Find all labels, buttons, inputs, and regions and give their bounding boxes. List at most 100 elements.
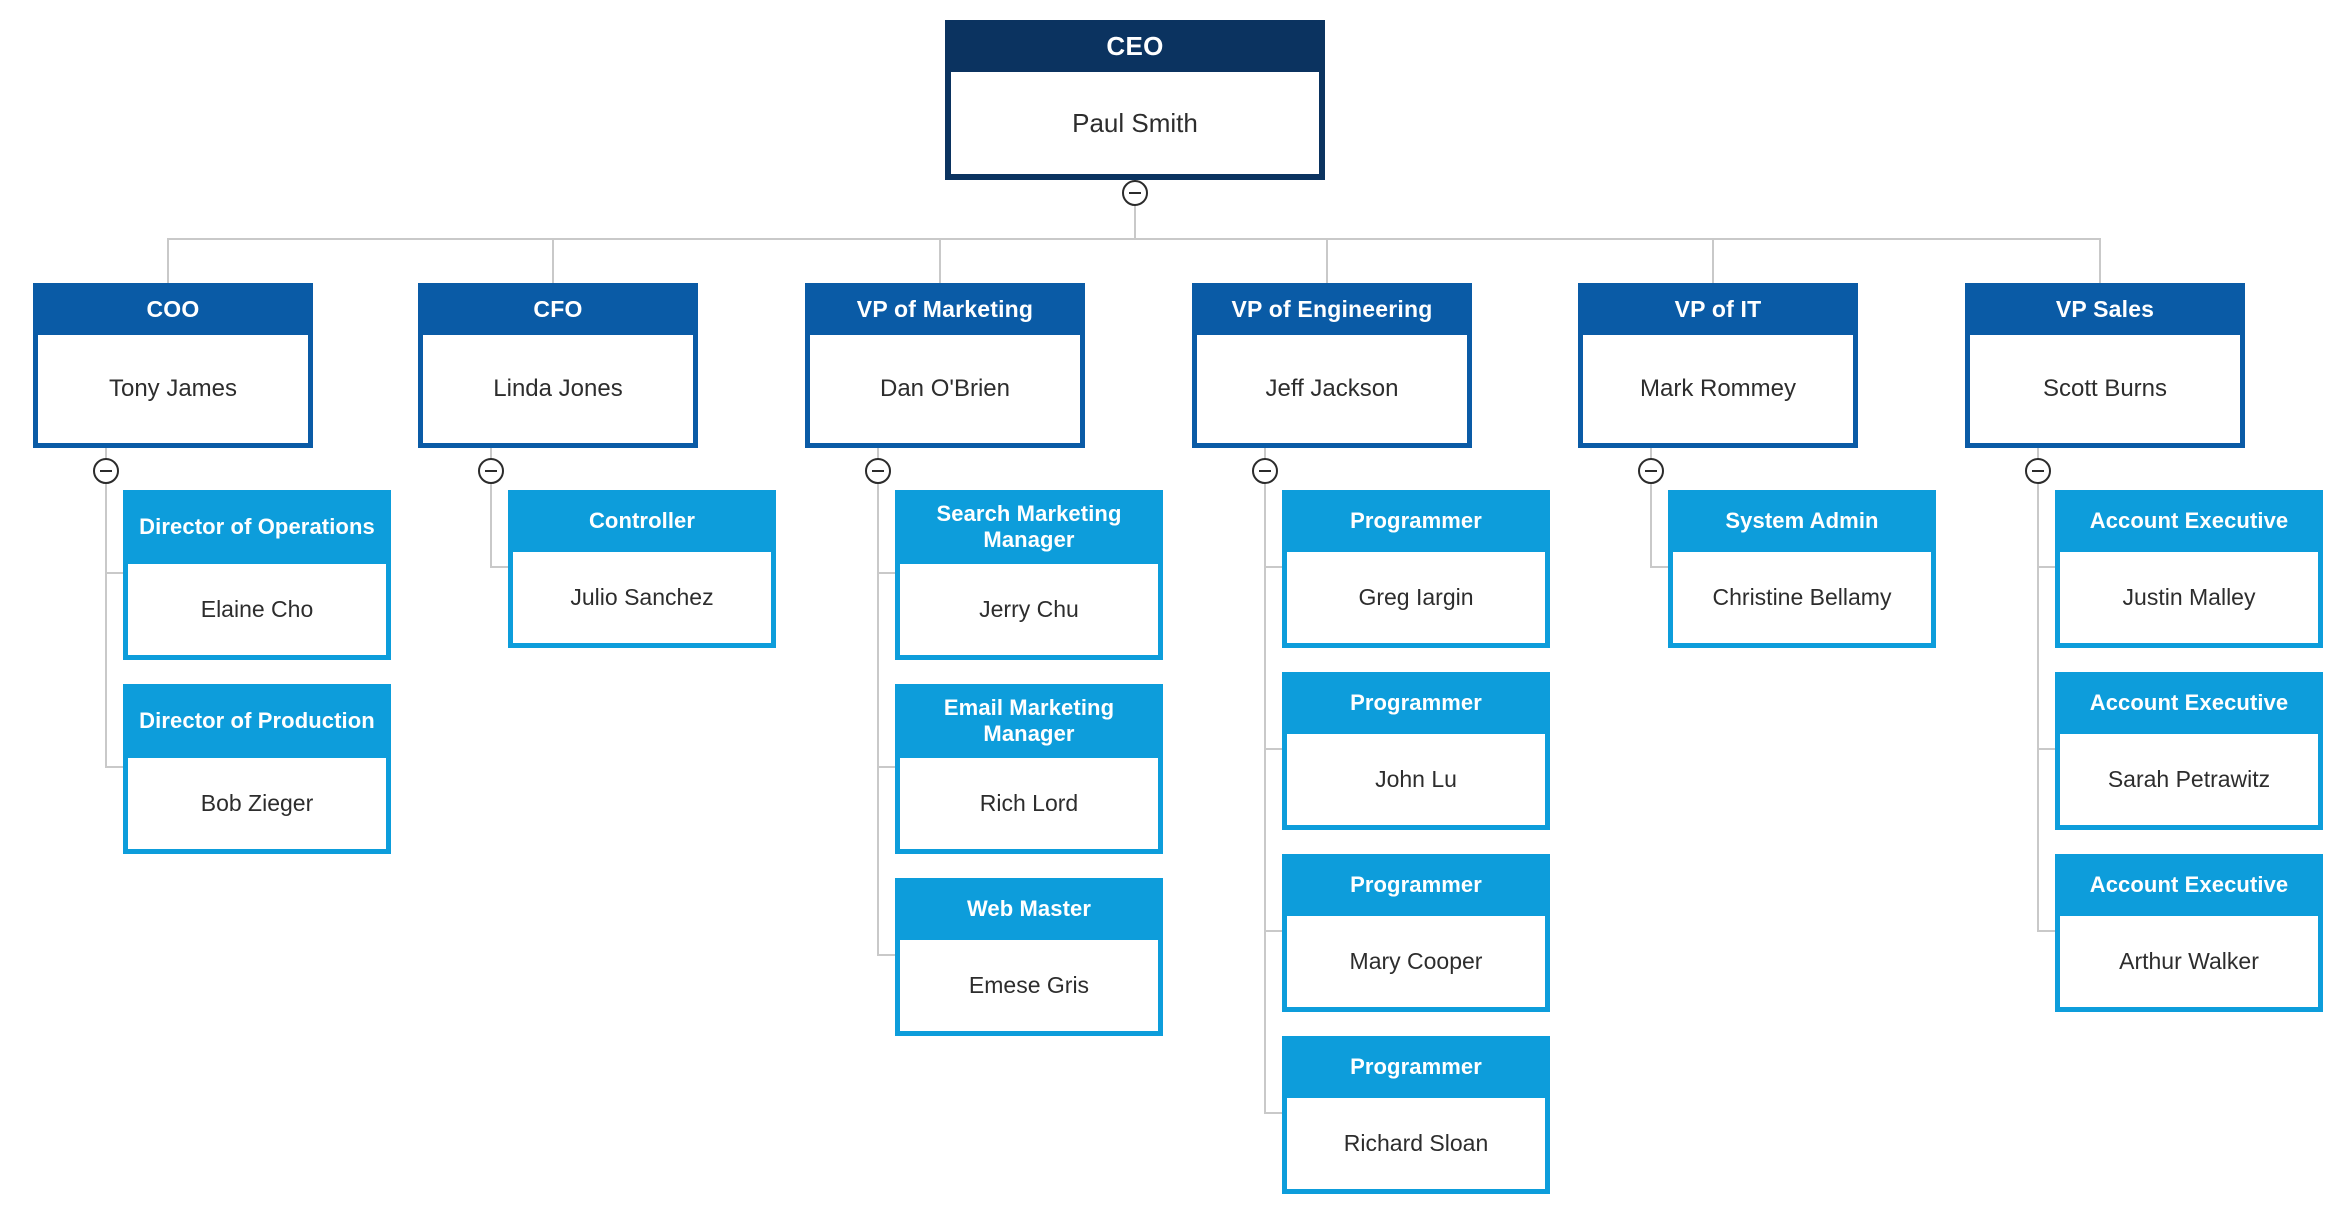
connector-elbow-coo-1 — [106, 766, 123, 768]
node-vp-it-report-0-name: Christine Bellamy — [1673, 552, 1931, 643]
node-vp-engineering-report-0-title: Programmer — [1350, 508, 1482, 534]
node-cfo-name: Linda Jones — [423, 335, 693, 443]
toggle-cfo[interactable] — [478, 458, 504, 484]
node-cfo-report-0-name: Julio Sanchez — [513, 552, 771, 643]
toggle-coo[interactable] — [93, 458, 119, 484]
node-vp-sales-report-2-name-slot: Arthur Walker — [2055, 916, 2323, 1007]
connector-elbow-vp-marketing-0 — [878, 572, 895, 574]
node-vp-it-name-slot: Mark Rommey — [1578, 335, 1858, 443]
node-vp-marketing-name: Dan O'Brien — [810, 335, 1080, 443]
node-coo-report-0-title: Director of Operations — [139, 514, 375, 540]
node-ceo-name-slot: Paul Smith — [945, 72, 1325, 174]
node-vp-engineering-report-2-name: Mary Cooper — [1287, 916, 1545, 1007]
node-vp-marketing-report-0-name: Jerry Chu — [900, 564, 1158, 655]
node-vp-marketing-report-2-name-slot: Emese Gris — [895, 940, 1163, 1031]
connector-elbow-vp-sales-0 — [2038, 566, 2055, 568]
node-vp-sales-title: VP Sales — [2055, 295, 2155, 322]
node-vp-marketing-report-0-name-slot: Jerry Chu — [895, 564, 1163, 655]
toggle-ceo[interactable] — [1122, 180, 1148, 206]
minus-glyph — [1259, 470, 1271, 472]
node-vp-marketing-report-2-title: Web Master — [966, 896, 1092, 922]
node-coo-report-0-name-slot: Elaine Cho — [123, 564, 391, 655]
connector-drop-coo — [167, 238, 169, 283]
toggle-vp-marketing[interactable] — [865, 458, 891, 484]
node-cfo-title: CFO — [533, 295, 583, 322]
connector-elbow-vp-sales-1 — [2038, 748, 2055, 750]
connector-spine-vp-it — [1650, 484, 1652, 568]
connector-elbow-vp-engineering-3 — [1265, 1112, 1282, 1114]
connector-drop-vp-it — [1712, 238, 1714, 283]
connector-ceo-stem — [1134, 180, 1136, 238]
node-vp-marketing-report-1-title: Email Marketing Manager — [943, 695, 1115, 746]
node-vp-it-title: VP of IT — [1674, 295, 1762, 322]
node-vp-it[interactable]: VP of IT Mark Rommey — [1578, 283, 1858, 448]
connector-stem-cfo — [490, 448, 492, 460]
node-coo-name: Tony James — [38, 335, 308, 443]
node-vp-sales-report-2-title: Account Executive — [2089, 872, 2289, 898]
node-coo-name-slot: Tony James — [33, 335, 313, 443]
node-vp-sales-name: Scott Burns — [1970, 335, 2240, 443]
node-vp-marketing-title: VP of Marketing — [856, 295, 1034, 322]
toggle-vp-engineering[interactable] — [1252, 458, 1278, 484]
node-vp-sales-report-1-name-slot: Sarah Petrawitz — [2055, 734, 2323, 825]
connector-drop-cfo — [552, 238, 554, 283]
node-vp-engineering-report-3-name-slot: Richard Sloan — [1282, 1098, 1550, 1189]
node-vp-marketing-report-1-name-slot: Rich Lord — [895, 758, 1163, 849]
node-cfo[interactable]: CFO Linda Jones — [418, 283, 698, 448]
connector-elbow-vp-marketing-2 — [878, 954, 895, 956]
node-vp-engineering-report-3-title: Programmer — [1350, 1054, 1482, 1080]
node-ceo-title: CEO — [1106, 30, 1164, 61]
node-vp-marketing-name-slot: Dan O'Brien — [805, 335, 1085, 443]
connector-stem-vp-engineering — [1264, 448, 1266, 460]
toggle-vp-sales[interactable] — [2025, 458, 2051, 484]
connector-stem-coo — [105, 448, 107, 460]
minus-glyph — [1129, 192, 1141, 194]
node-vp-marketing-report-0-title: Search Marketing Manager — [936, 501, 1122, 552]
connector-stem-vp-it — [1650, 448, 1652, 460]
connector-level2-bus — [168, 238, 2100, 240]
connector-elbow-coo-0 — [106, 572, 123, 574]
toggle-vp-it[interactable] — [1638, 458, 1664, 484]
connector-elbow-vp-engineering-1 — [1265, 748, 1282, 750]
connector-elbow-vp-engineering-2 — [1265, 930, 1282, 932]
node-vp-engineering-report-1-title: Programmer — [1350, 690, 1482, 716]
node-vp-sales-name-slot: Scott Burns — [1965, 335, 2245, 443]
node-coo-report-0-name: Elaine Cho — [128, 564, 386, 655]
node-cfo-name-slot: Linda Jones — [418, 335, 698, 443]
node-ceo-name: Paul Smith — [951, 72, 1319, 174]
node-vp-sales-report-0-name-slot: Justin Malley — [2055, 552, 2323, 643]
minus-glyph — [100, 470, 112, 472]
minus-glyph — [485, 470, 497, 472]
connector-elbow-vp-it-0 — [1651, 566, 1668, 568]
node-vp-it-report-0-name-slot: Christine Bellamy — [1668, 552, 1936, 643]
node-vp-it-report-0-title: System Admin — [1725, 508, 1879, 534]
node-vp-sales-report-0-title: Account Executive — [2089, 508, 2289, 534]
node-ceo[interactable]: CEO Paul Smith — [945, 20, 1325, 180]
minus-glyph — [1645, 470, 1657, 472]
connector-spine-vp-engineering — [1264, 484, 1266, 1114]
connector-spine-vp-marketing — [877, 484, 879, 956]
node-coo-report-1-name: Bob Zieger — [128, 758, 386, 849]
node-vp-engineering-report-2-name-slot: Mary Cooper — [1282, 916, 1550, 1007]
connector-spine-vp-sales — [2037, 484, 2039, 932]
node-vp-sales-report-2-name: Arthur Walker — [2060, 916, 2318, 1007]
node-vp-it-name: Mark Rommey — [1583, 335, 1853, 443]
